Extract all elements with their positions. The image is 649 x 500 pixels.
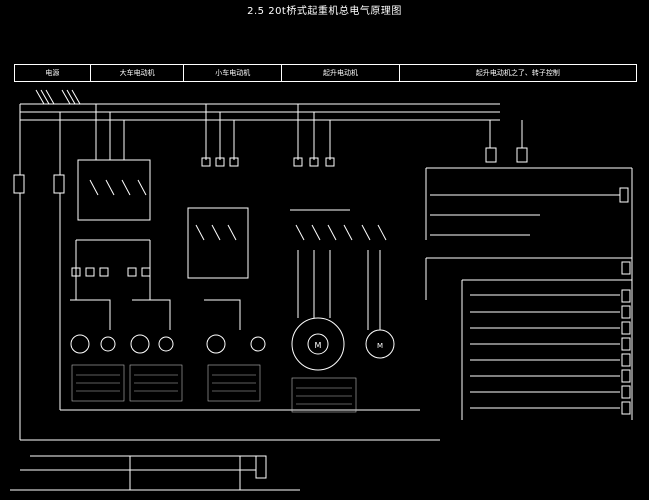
protection-circuit	[10, 439, 440, 491]
section-header-bar: 电源 大车电动机 小车电动机 起升电动机 起升电动机之了、转子控制	[14, 64, 637, 82]
main-switch	[35, 89, 81, 105]
control-circuit	[425, 120, 633, 420]
hoist-motor-label: M	[315, 341, 322, 350]
header-cell-bridge-motor: 大车电动机	[91, 65, 185, 81]
header-cell-hoist-motor: 起升电动机	[282, 65, 400, 81]
header-cell-power: 电源	[15, 65, 91, 81]
power-bus	[13, 103, 500, 440]
header-cell-trolley-motor: 小车电动机	[184, 65, 283, 81]
trolley-motor-branch	[187, 104, 266, 402]
drawing-title: 2.5 20t桥式起重机总电气原理图	[247, 6, 402, 17]
header-cell-hoist-rotor-control: 起升电动机之了、转子控制	[475, 69, 560, 77]
hoist-motor-branch	[290, 104, 395, 413]
bridge-motor-branch	[70, 104, 183, 402]
brake-motor-label: M	[377, 342, 383, 350]
